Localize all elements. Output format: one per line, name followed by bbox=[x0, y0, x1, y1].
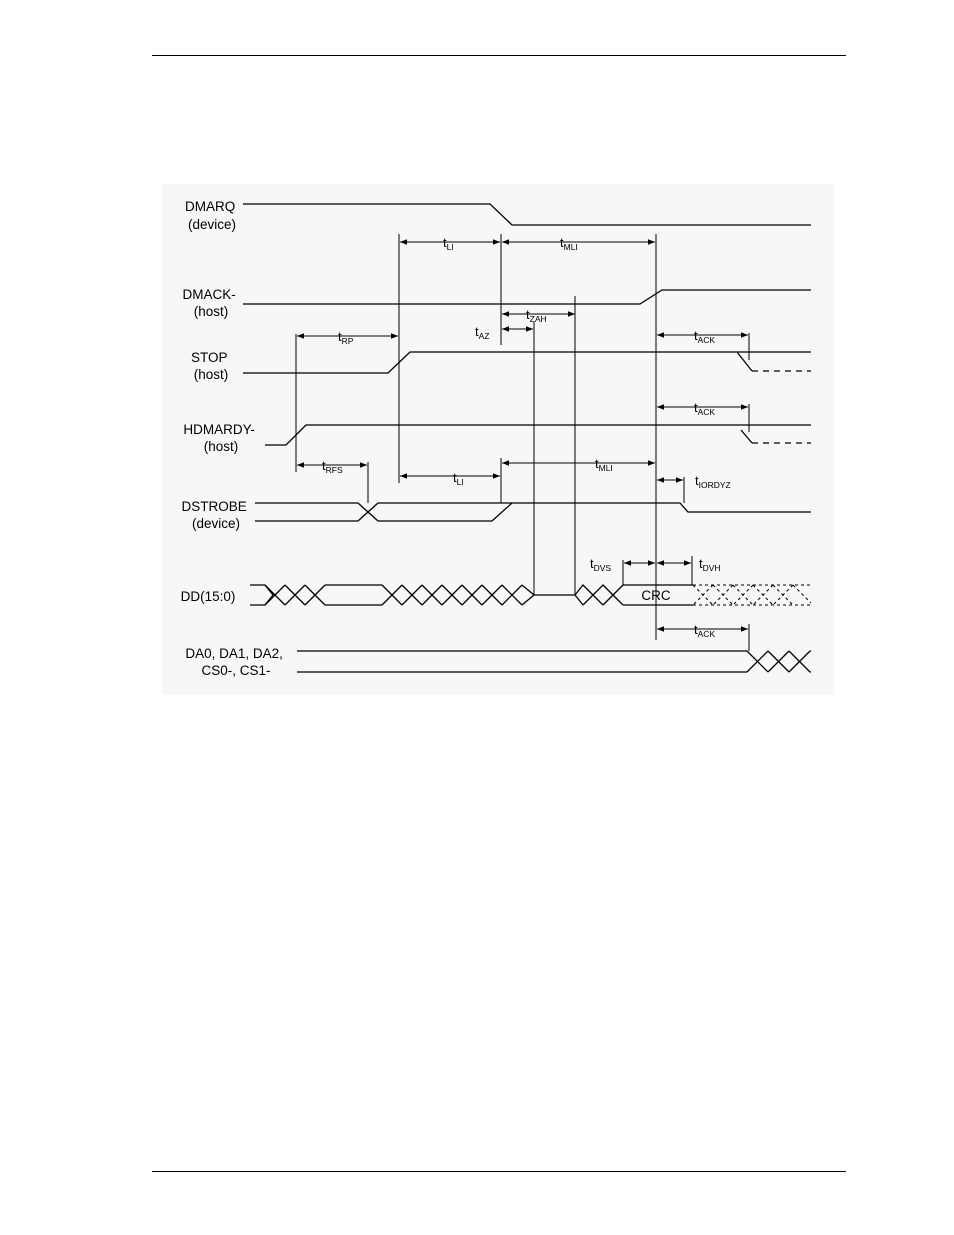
stop-waveform-end bbox=[736, 351, 753, 372]
t-mli-top-label: tMLI bbox=[560, 235, 578, 252]
t-mli-bottom-label: tMLI bbox=[595, 456, 613, 473]
hdmardy-waveform bbox=[265, 424, 811, 446]
t-ack-da-label: tACK bbox=[694, 622, 715, 639]
dmack-waveform bbox=[243, 289, 811, 305]
t-iordyz-label: tIORDYZ bbox=[695, 473, 731, 490]
hdmardy-waveform-end bbox=[740, 429, 753, 444]
dmarq-waveform bbox=[243, 203, 811, 226]
stop-waveform bbox=[243, 351, 811, 374]
dstrobe-label: DSTROBE (device) bbox=[181, 499, 250, 531]
dmarq-label: DMARQ (device) bbox=[185, 199, 239, 232]
timing-diagram-panel bbox=[162, 184, 834, 695]
t-ack-stop-label: tACK bbox=[694, 328, 715, 345]
reference-lines bbox=[295, 234, 750, 651]
stop-label: STOP (host) bbox=[191, 350, 231, 382]
t-dvh-label: tDVH bbox=[699, 556, 721, 573]
t-li-bottom-label: tLI bbox=[453, 470, 464, 487]
dstrobe-waveform-low bbox=[255, 502, 513, 522]
t-ack-hdmardy-label: tACK bbox=[694, 400, 715, 417]
footer-rule bbox=[152, 1171, 846, 1172]
da-cs-label: DA0, DA1, DA2, CS0-, CS1- bbox=[185, 646, 286, 678]
timing-arrows bbox=[297, 239, 748, 632]
dstrobe-glitch-cross bbox=[357, 502, 379, 522]
dd-bus-waveform bbox=[250, 584, 812, 606]
hdmardy-label: HDMARDY- (host) bbox=[183, 422, 258, 454]
t-rp-label: tRP bbox=[338, 329, 354, 346]
header-rule bbox=[152, 55, 846, 56]
t-dvs-label: tDVS bbox=[590, 556, 611, 573]
dd-label: DD(15:0) bbox=[181, 589, 236, 604]
t-az-label: tAZ bbox=[475, 324, 490, 341]
dmack-label: DMACK- (host) bbox=[182, 287, 239, 319]
dstrobe-waveform-high bbox=[255, 502, 811, 513]
t-rfs-label: tRFS bbox=[322, 458, 343, 475]
t-zah-label: tZAH bbox=[526, 307, 547, 324]
da-cs-bus-waveform bbox=[297, 650, 811, 673]
t-li-top-label: tLI bbox=[443, 235, 454, 252]
